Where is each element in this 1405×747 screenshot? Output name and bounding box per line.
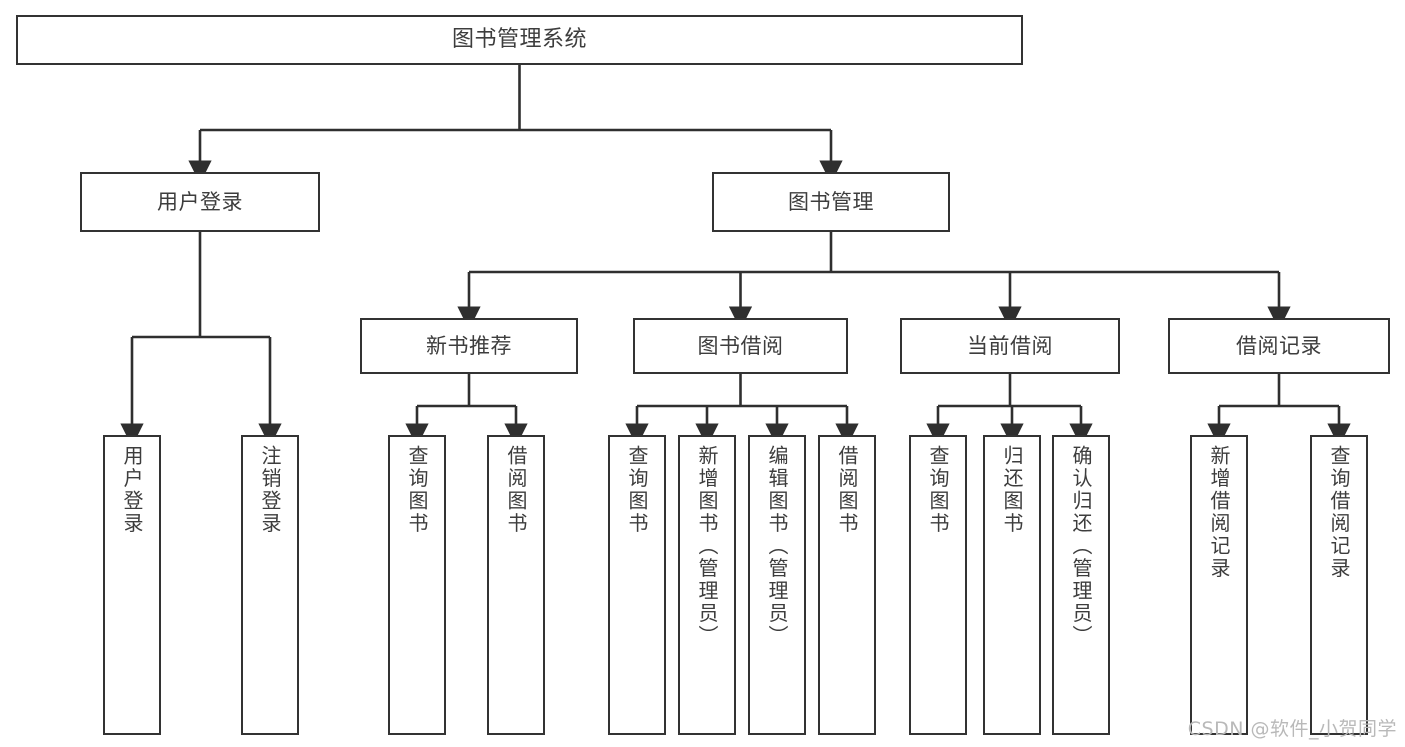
node-label: 查询图书 xyxy=(405,445,429,535)
node-leaf-add-book[interactable]: 新增图书（管理员） xyxy=(678,435,736,735)
node-leaf-user-logout[interactable]: 注销登录 xyxy=(241,435,299,735)
node-label: 查询图书 xyxy=(625,445,649,535)
node-label: 新书推荐 xyxy=(426,333,512,358)
node-label: 图书管理系统 xyxy=(451,27,587,53)
node-label: 查询借阅记录 xyxy=(1327,445,1351,580)
node-label: 用户登录 xyxy=(120,445,144,535)
node-label: 用户登录 xyxy=(157,189,243,214)
node-user-login[interactable]: 用户登录 xyxy=(80,172,320,232)
node-label: 图书借阅 xyxy=(697,333,784,358)
node-leaf-query-book-1[interactable]: 查询图书 xyxy=(388,435,446,735)
node-label: 归还图书 xyxy=(1000,445,1024,535)
node-book-manage[interactable]: 图书管理 xyxy=(712,172,950,232)
node-root[interactable]: 图书管理系统 xyxy=(16,15,1023,65)
node-label: 查询图书 xyxy=(926,445,950,535)
node-label: 注销登录 xyxy=(258,445,282,535)
node-leaf-query-book-2[interactable]: 查询图书 xyxy=(608,435,666,735)
watermark-text: CSDN @软件_小贺同学 xyxy=(1187,718,1397,740)
node-label: 借阅图书 xyxy=(835,445,859,535)
node-label: 当前借阅 xyxy=(967,333,1053,358)
node-new-book-recommend[interactable]: 新书推荐 xyxy=(360,318,578,374)
node-label: 借阅记录 xyxy=(1236,333,1322,358)
node-book-borrow[interactable]: 图书借阅 xyxy=(633,318,848,374)
node-leaf-user-login[interactable]: 用户登录 xyxy=(103,435,161,735)
node-leaf-add-record[interactable]: 新增借阅记录 xyxy=(1190,435,1248,735)
node-label: 借阅图书 xyxy=(504,445,528,535)
node-label: 新增图书（管理员） xyxy=(695,445,719,648)
node-leaf-query-record[interactable]: 查询借阅记录 xyxy=(1310,435,1368,735)
node-leaf-edit-book[interactable]: 编辑图书（管理员） xyxy=(748,435,806,735)
node-label: 确认归还（管理员） xyxy=(1069,445,1093,648)
node-leaf-confirm-return[interactable]: 确认归还（管理员） xyxy=(1052,435,1110,735)
node-leaf-borrow-book-1[interactable]: 借阅图书 xyxy=(487,435,545,735)
node-current-borrow[interactable]: 当前借阅 xyxy=(900,318,1120,374)
node-leaf-return-book[interactable]: 归还图书 xyxy=(983,435,1041,735)
node-label: 新增借阅记录 xyxy=(1207,445,1231,580)
node-leaf-query-book-3[interactable]: 查询图书 xyxy=(909,435,967,735)
node-leaf-borrow-book-2[interactable]: 借阅图书 xyxy=(818,435,876,735)
node-label: 编辑图书（管理员） xyxy=(765,445,789,648)
node-borrow-record[interactable]: 借阅记录 xyxy=(1168,318,1390,374)
node-label: 图书管理 xyxy=(788,189,874,214)
